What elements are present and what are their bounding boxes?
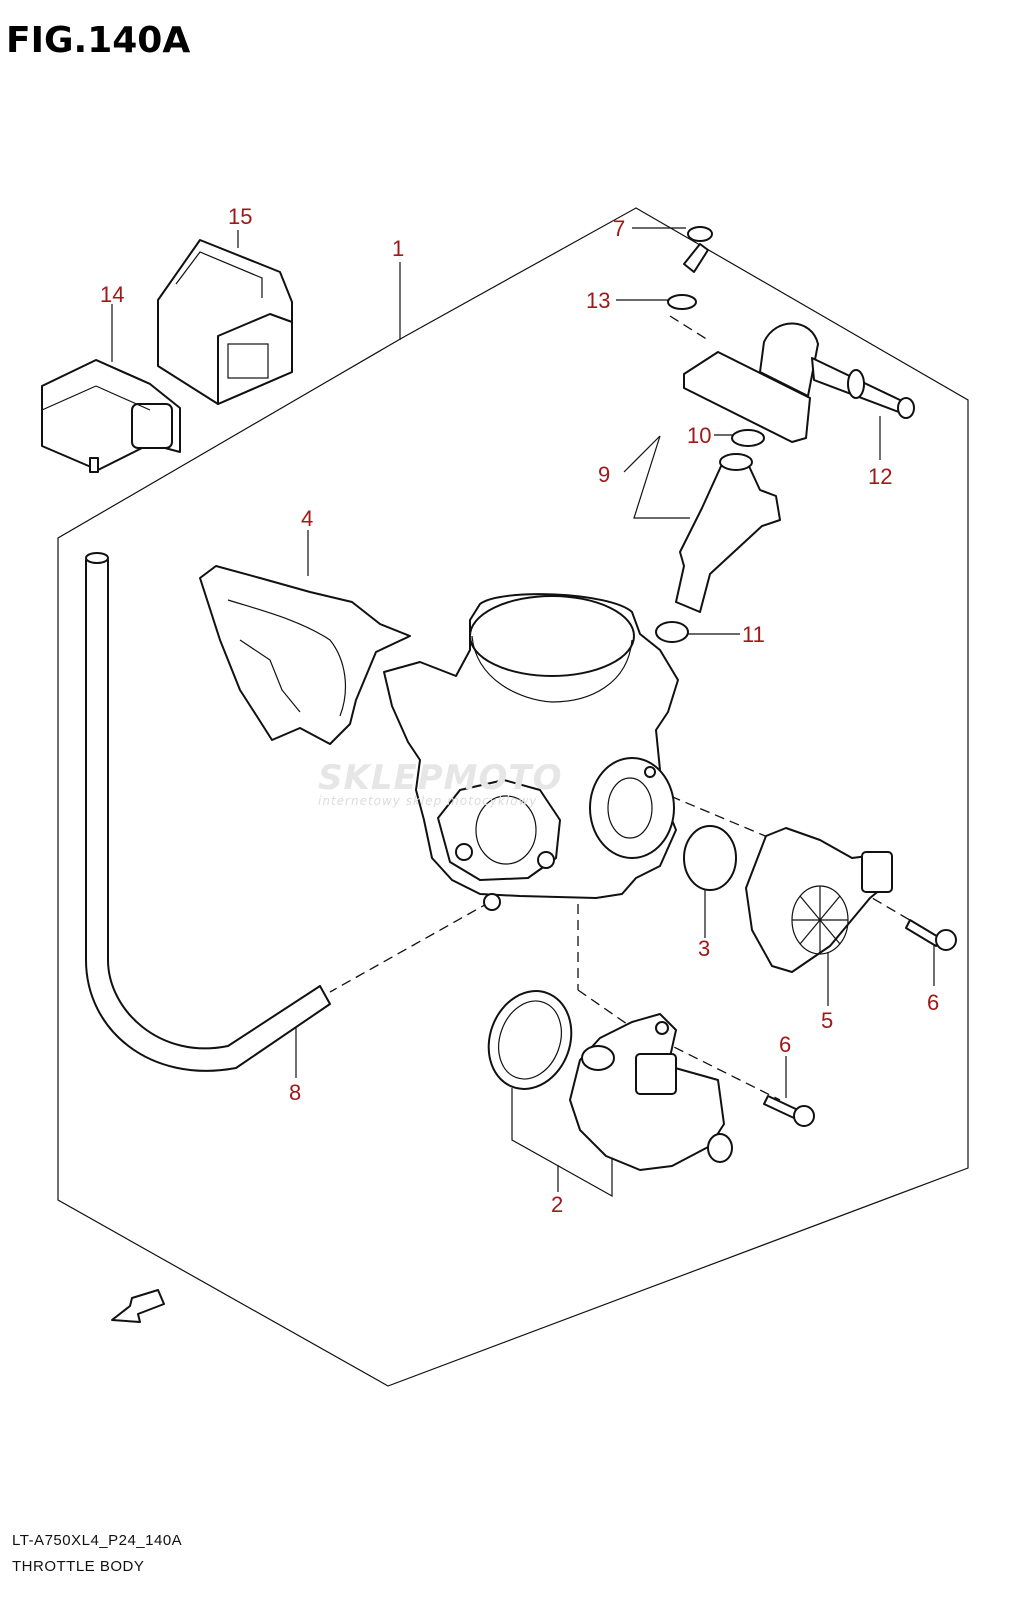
callout-6-lower: 6 xyxy=(779,1032,792,1057)
throttle-body xyxy=(383,593,679,911)
cover-part-15 xyxy=(157,239,293,405)
callout-1: 1 xyxy=(392,236,405,261)
callout-5: 5 xyxy=(821,1008,834,1033)
callout-12: 12 xyxy=(868,464,893,489)
callout-9: 9 xyxy=(598,462,611,487)
callout-13: 13 xyxy=(586,288,611,313)
callout-8: 8 xyxy=(289,1080,302,1105)
callout-6-upper: 6 xyxy=(927,990,940,1015)
callout-10: 10 xyxy=(687,423,712,448)
idle-valve-part-2 xyxy=(569,1013,733,1171)
hose-part-8 xyxy=(85,559,331,1072)
callout-4: 4 xyxy=(301,506,314,531)
figure-code: LT-A750XL4_P24_140A xyxy=(12,1532,183,1549)
screw-part-6-upper xyxy=(905,919,957,951)
figure-title: FIG.140A xyxy=(6,20,191,61)
bracket-part-4 xyxy=(199,565,411,745)
callout-3: 3 xyxy=(698,936,711,961)
watermark-tagline: internetowy sklep motocyklowy xyxy=(318,794,538,808)
oring-part-10 xyxy=(731,429,765,447)
connector-part-14 xyxy=(41,359,181,473)
watermark-brand: SKLEPMOTO xyxy=(318,758,563,798)
callout-7: 7 xyxy=(613,216,626,241)
injector-part-9 xyxy=(675,453,781,613)
callout-14: 14 xyxy=(100,282,125,307)
figure-name: THROTTLE BODY xyxy=(12,1558,145,1575)
oring-part-3 xyxy=(683,825,737,891)
fuel-pipe-part-12 xyxy=(683,322,915,443)
sensor-part-5 xyxy=(745,827,893,973)
screw-part-7 xyxy=(683,226,713,273)
seal-part-11 xyxy=(655,621,689,643)
leader-lines xyxy=(111,227,935,1198)
ring-part-2 xyxy=(487,990,573,1090)
assembly-outline xyxy=(57,207,969,1387)
fwd-arrow-icon xyxy=(111,1289,165,1323)
callout-11: 11 xyxy=(742,622,765,647)
callout-15: 15 xyxy=(228,204,253,229)
washer-part-13 xyxy=(667,294,697,310)
screw-part-6-lower xyxy=(763,1095,815,1127)
callout-2: 2 xyxy=(551,1192,564,1217)
